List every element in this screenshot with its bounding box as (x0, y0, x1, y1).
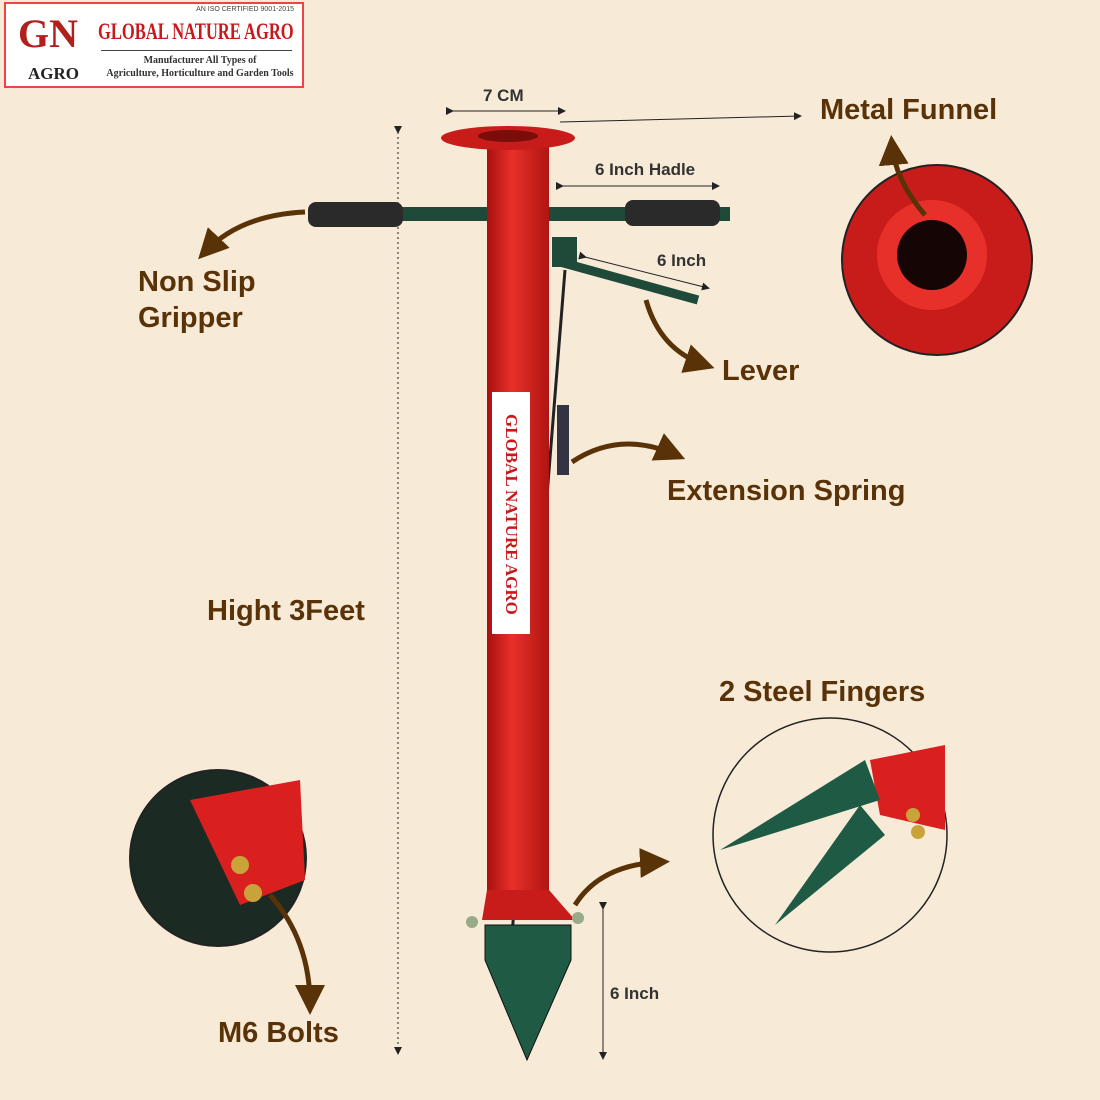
handle-length-label: 6 Inch Hadle (595, 160, 696, 179)
height-label: Hight 3Feet (207, 595, 365, 627)
logo-divider (101, 50, 292, 51)
lever-arrow (643, 299, 715, 373)
right-grip (625, 200, 720, 226)
iso-text: AN ISO CERTIFIED 9001-2015 (196, 6, 294, 13)
funnel-arrow (878, 135, 927, 217)
lever-label: Lever (722, 355, 800, 387)
funnel-width-label: 7 CM (483, 86, 524, 105)
tagline-line-2: Agriculture, Horticulture and Garden Too… (106, 68, 294, 79)
spike-length-label: 6 Inch (610, 984, 660, 1003)
extension-spring (557, 405, 569, 475)
left-grip (308, 202, 403, 227)
m6-bolts-label: M6 Bolts (218, 1017, 339, 1049)
extension-spring-label: Extension Spring (667, 475, 906, 507)
logo-sub: AGRO (28, 64, 79, 83)
non-slip-label: Non Slip (138, 266, 256, 298)
fingers-arrow (572, 848, 670, 907)
gripper-arrow (198, 209, 306, 260)
lever-bracket (552, 237, 577, 267)
steel-fingers-label: 2 Steel Fingers (719, 676, 926, 708)
funnel-pointer-line (559, 112, 802, 123)
brand-logo: GN AGRO AN ISO CERTIFIED 9001-2015 GLOBA… (4, 2, 304, 88)
logo-monogram: GN (18, 11, 78, 56)
pipe-sticker: GLOBAL NATURE AGRO (492, 392, 530, 634)
lever-length-line (578, 251, 710, 291)
lever-length-label: 6 Inch (657, 251, 707, 270)
tagline: Manufacturer All Types of Agriculture, Ho… (98, 54, 302, 80)
gripper-label: Gripper (138, 302, 243, 334)
sticker-brand: GLOBAL NATURE AGRO (502, 414, 521, 615)
steel-fingers-spike (484, 924, 572, 1062)
bolts-arrow (268, 893, 325, 1015)
tagline-line-1: Manufacturer All Types of (143, 55, 257, 66)
brand-name: GLOBAL NATURE AGRO (98, 19, 294, 44)
bottom-cone (482, 890, 575, 920)
metal-funnel-label: Metal Funnel (820, 94, 998, 126)
spring-arrow (570, 433, 686, 465)
